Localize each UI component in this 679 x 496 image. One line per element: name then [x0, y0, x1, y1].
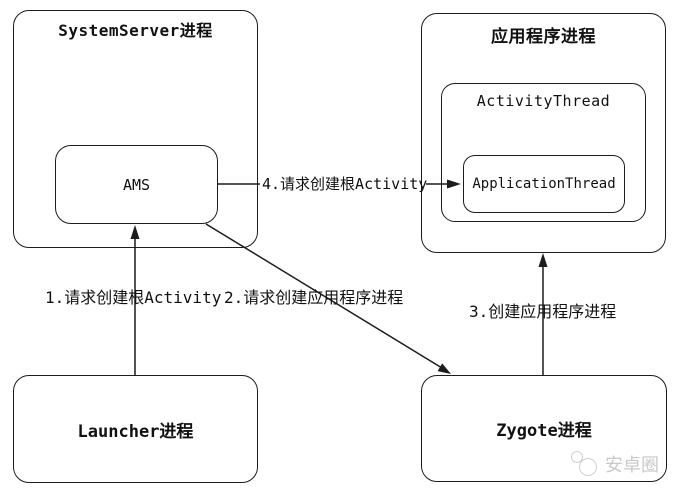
watermark-text: 安卓圈	[605, 454, 659, 476]
zygote-process-box: Zygote进程	[421, 375, 667, 482]
activitythread-label: ActivityThread	[476, 92, 611, 110]
launcher-process-title: Launcher进程	[77, 421, 194, 442]
launcher-process-box: Launcher进程	[13, 375, 258, 483]
ams-box: AMS	[55, 145, 218, 224]
arrow-2-head	[437, 363, 451, 374]
applicationthread-label: ApplicationThread	[472, 176, 616, 192]
watermark-logo-icon	[571, 450, 600, 477]
zygote-process-title: Zygote进程	[496, 421, 592, 441]
arrow-2-label: 2.请求创建应用程序进程	[224, 288, 404, 307]
applicationthread-box: ApplicationThread	[463, 155, 625, 213]
systemserver-process-title: SystemServer进程	[58, 21, 213, 40]
arrow-3-head	[538, 253, 548, 267]
watermark: 安卓圈	[571, 450, 659, 477]
arrow-3-label: 3.创建应用程序进程	[469, 302, 617, 321]
arrow-4-label: 4.请求创建根Activity	[262, 175, 428, 193]
ams-label: AMS	[122, 175, 151, 194]
app-process-title: 应用程序进程	[491, 27, 596, 47]
arrow-1-label: 1.请求创建根Activity	[45, 288, 222, 307]
